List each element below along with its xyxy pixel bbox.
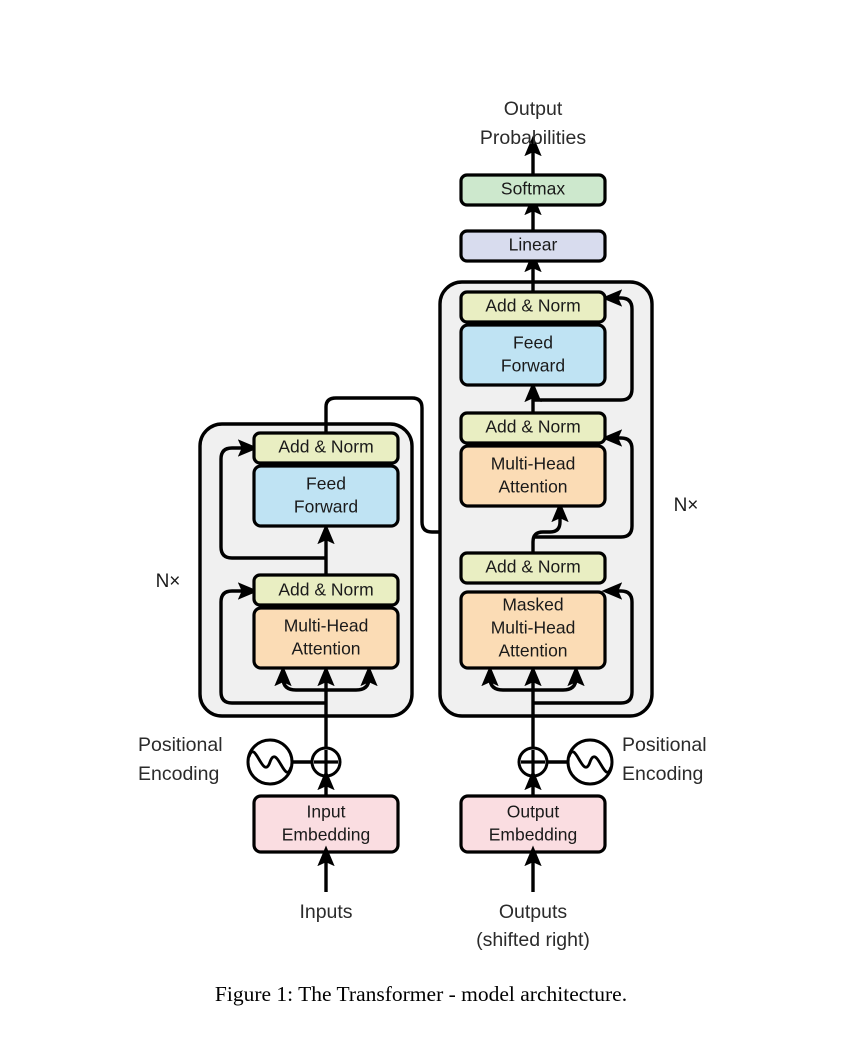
decoder-cross-multi-head-attention-box[interactable] bbox=[459, 444, 607, 508]
decoder-positional-encoding-label-2: Encoding bbox=[622, 763, 703, 785]
decoder-masked-attention-label-1: Masked bbox=[502, 595, 563, 615]
encoder-residual-2 bbox=[219, 439, 326, 560]
decoder-feed-forward-label-2: Forward bbox=[501, 356, 565, 376]
encoder-multi-head-attention-label-2: Attention bbox=[291, 639, 360, 659]
decoder-masked-attention-label-2: Multi-Head bbox=[491, 618, 576, 638]
input-embedding-label-2: Embedding bbox=[282, 825, 371, 845]
decoder-cross-attention-label-1: Multi-Head bbox=[491, 454, 576, 474]
decoder-maskedattn-value-arrow bbox=[533, 665, 585, 692]
decoder-feed-forward-label-1: Feed bbox=[513, 333, 553, 353]
encoder-repeat-label: N× bbox=[156, 571, 181, 592]
decoder-add-norm-1-label: Add & Norm bbox=[485, 557, 580, 577]
encoder-positional-encoding-label-1: Positional bbox=[138, 734, 223, 756]
input-embedding-label-1: Input bbox=[307, 802, 346, 822]
decoder-residual-3 bbox=[533, 289, 634, 402]
output-embedding-label-2: Embedding bbox=[489, 825, 578, 845]
output-head: Linear Softmax Output Probabilities bbox=[459, 98, 607, 292]
decoder-add-norm-3-label: Add & Norm bbox=[485, 296, 580, 316]
encoder-feed-forward-label-1: Feed bbox=[306, 474, 346, 494]
encoder-multi-head-attention-label-1: Multi-Head bbox=[284, 616, 369, 636]
decoder-positional-encoding-label-1: Positional bbox=[622, 734, 707, 756]
decoder-cross-attention-label-2: Attention bbox=[498, 477, 567, 497]
decoder-residual-2 bbox=[533, 429, 634, 539]
encoder-sine-wave-icon bbox=[247, 750, 293, 774]
encoder-positional-encoding-label-2: Encoding bbox=[138, 763, 219, 785]
encoder-input-group: Positional Encoding Input Embedding Inpu… bbox=[138, 716, 400, 923]
encoder-selfattn-value-arrow bbox=[326, 665, 378, 692]
encoder-add-norm-1-label: Add & Norm bbox=[278, 580, 373, 600]
encoder-add-norm-2-label: Add & Norm bbox=[278, 437, 373, 457]
decoder-maskedattn-key-arrow bbox=[481, 665, 533, 692]
encoder-feed-forward-label-2: Forward bbox=[294, 497, 358, 517]
output-probabilities-label-1: Output bbox=[504, 98, 563, 120]
encoder-feed-forward-box[interactable] bbox=[252, 464, 400, 528]
decoder-masked-attention-label-3: Attention bbox=[498, 641, 567, 661]
decoder-repeat-label: N× bbox=[674, 495, 699, 516]
encoder-stack: Multi-Head Attention Add & Norm Feed For… bbox=[156, 422, 414, 718]
output-embedding-label-1: Output bbox=[507, 802, 560, 822]
decoder-stack: Masked Multi-Head Attention Add & Norm M… bbox=[438, 280, 699, 718]
decoder-feed-forward-box[interactable] bbox=[459, 323, 607, 387]
decoder-add-norm-2-label: Add & Norm bbox=[485, 417, 580, 437]
figure-caption: Figure 1: The Transformer - model archit… bbox=[215, 982, 627, 1006]
encoder-multi-head-attention-box[interactable] bbox=[252, 606, 400, 670]
decoder-masked-multi-head-attention-box[interactable] bbox=[459, 590, 607, 670]
decoder-sine-wave-icon bbox=[567, 750, 613, 774]
inputs-label: Inputs bbox=[299, 901, 352, 923]
decoder-residual-1 bbox=[533, 582, 634, 705]
encoder-selfattn-key-arrow bbox=[274, 665, 326, 692]
encoder-residual-1 bbox=[219, 582, 326, 705]
softmax-label: Softmax bbox=[501, 179, 565, 199]
outputs-label-1: Outputs bbox=[499, 901, 568, 923]
linear-label: Linear bbox=[509, 235, 558, 255]
encoder-output-bus bbox=[324, 396, 452, 534]
output-probabilities-label-2: Probabilities bbox=[480, 127, 586, 149]
decoder-input-group: Positional Encoding Output Embedding Out… bbox=[459, 716, 707, 951]
outputs-label-2: (shifted right) bbox=[476, 929, 590, 951]
